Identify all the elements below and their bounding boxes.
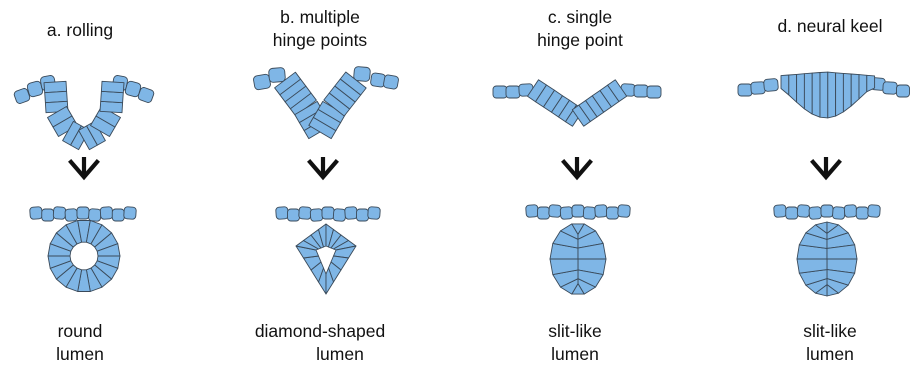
- ectoderm-cell: [883, 82, 898, 95]
- ectoderm-cell: [618, 205, 631, 218]
- ectoderm-cell: [30, 207, 43, 220]
- ectoderm-cell: [797, 205, 810, 218]
- ectoderm-cell: [268, 67, 285, 82]
- ectoderm-cell: [112, 209, 124, 221]
- ectoderm-cell: [560, 207, 573, 220]
- neuroepithelial-cell: [859, 75, 867, 99]
- arrows-layer: [71, 157, 839, 177]
- ectoderm-cell: [333, 209, 346, 222]
- ectoderm-cell: [353, 66, 370, 81]
- neuroepithelial-cell: [44, 81, 67, 92]
- neuroepithelial-cell: [797, 74, 805, 109]
- ectoderm-cell: [844, 205, 857, 218]
- ectoderm-cell: [77, 207, 89, 219]
- ectoderm-cell: [42, 209, 54, 221]
- down-arrow-icon: [813, 157, 839, 177]
- ectoderm-cell: [88, 209, 101, 222]
- ectoderm-cell: [647, 86, 661, 98]
- neuroepithelial-cell: [851, 74, 859, 106]
- neuroepithelial-cell: [101, 91, 124, 102]
- ectoderm-cell: [595, 205, 608, 218]
- ectoderm-cell: [607, 207, 619, 219]
- neuroepithelial-cell: [836, 73, 844, 116]
- ectoderm-cell: [738, 84, 752, 96]
- ectoderm-cell: [357, 209, 369, 221]
- ectoderm-cell: [345, 207, 358, 220]
- ectoderm-cell: [53, 207, 66, 220]
- down-arrow-icon: [564, 157, 590, 177]
- ectoderm-cell: [549, 205, 562, 218]
- ectoderm-cell: [368, 207, 381, 220]
- ectoderm-cell: [299, 207, 312, 220]
- neuroepithelial-cell: [789, 74, 797, 102]
- ectoderm-cell: [856, 207, 868, 219]
- cells-layer: [13, 66, 909, 296]
- neuroepithelial-cell: [804, 73, 812, 114]
- ectoderm-cell: [124, 207, 137, 220]
- ectoderm-cell: [288, 209, 300, 221]
- neuroepithelial-cell: [843, 73, 851, 112]
- ectoderm-cell: [786, 207, 798, 219]
- ectoderm-cell: [526, 205, 539, 218]
- neuroepithelial-cell: [101, 81, 124, 92]
- ectoderm-cell: [253, 74, 271, 91]
- down-arrow-icon: [310, 157, 336, 177]
- neuroepithelial-cell: [828, 72, 836, 118]
- ectoderm-cell: [276, 207, 289, 220]
- ectoderm-cell: [322, 207, 334, 219]
- ectoderm-cell: [572, 205, 584, 217]
- ectoderm-cell: [832, 207, 845, 220]
- neuroepithelial-cell: [45, 91, 68, 102]
- neuroepithelial-cell: [781, 75, 789, 95]
- ectoderm-cell: [310, 209, 323, 222]
- neuroepithelial-cell: [100, 101, 123, 112]
- neuroepithelial-cell: [820, 72, 828, 118]
- ectoderm-cell: [383, 74, 399, 89]
- ectoderm-cell: [764, 78, 779, 91]
- ectoderm-cell: [809, 207, 822, 220]
- ectoderm-cell: [538, 207, 550, 219]
- ectoderm-cell: [751, 82, 766, 95]
- ectoderm-cell: [583, 207, 596, 220]
- ectoderm-cell: [634, 85, 648, 97]
- ectoderm-cell: [493, 86, 507, 98]
- ectoderm-cell: [100, 207, 113, 220]
- ectoderm-cell: [897, 85, 910, 97]
- ectoderm-cell: [65, 209, 78, 222]
- ectoderm-cell: [774, 205, 787, 218]
- ectoderm-cell: [868, 205, 881, 218]
- down-arrow-icon: [71, 157, 97, 177]
- ectoderm-cell: [821, 205, 833, 217]
- ectoderm-cell: [506, 86, 520, 98]
- neuroepithelial-cell: [812, 73, 820, 118]
